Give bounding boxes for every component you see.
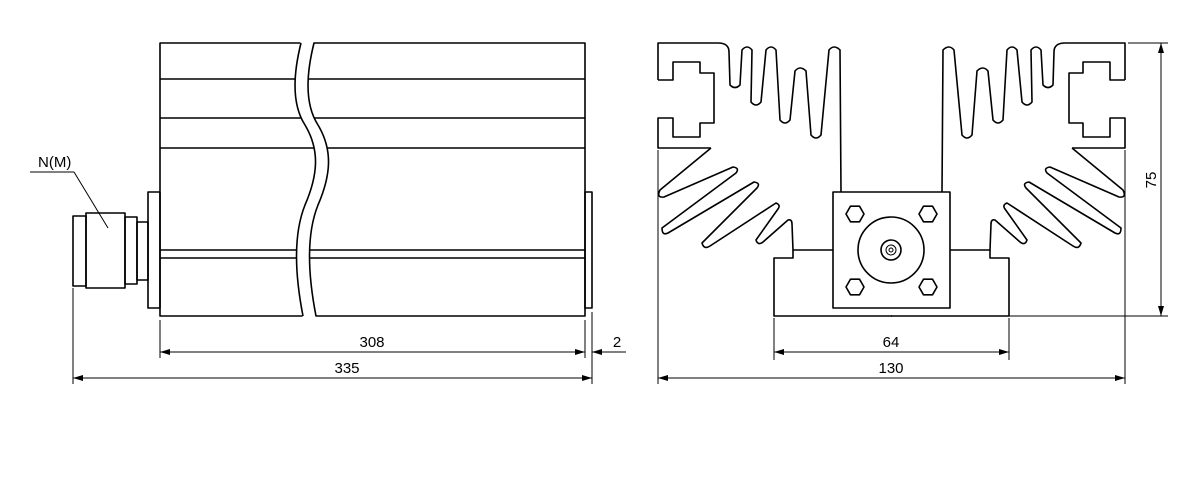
dim-130-label: 130 [878,360,903,377]
dimension-2: 2 [591,312,626,384]
dim-64-label: 64 [883,334,900,351]
heatsink-right-half [891,42,1126,317]
hex-bolt-icon [918,205,938,223]
dim-308-label: 308 [359,334,384,351]
dimension-335: 335 [72,288,592,384]
side-view: N(M) 308 2 335 [30,40,626,384]
n-male-connector [72,212,149,289]
load-body [159,42,586,317]
dimension-308: 308 [159,320,586,358]
heatsink-left-half [657,42,892,317]
dimension-130: 130 [657,150,1126,384]
hex-bolt-icon [845,278,865,296]
right-flange [584,191,593,309]
dim-75-label: 75 [1143,172,1160,189]
dimension-75: 75 [1009,42,1168,317]
connector-flange [832,191,951,309]
hex-bolt-icon [918,278,938,296]
hex-bolt-icon [845,205,865,223]
connector-label: N(M) [38,154,71,171]
dim-2-label: 2 [613,334,621,351]
dim-335-label: 335 [334,360,359,377]
break-line [294,40,330,319]
connector-callout: N(M) [30,154,109,229]
dimension-64: 64 [773,318,1010,360]
left-flange [147,191,161,309]
end-view: 64 130 75 [657,42,1168,384]
